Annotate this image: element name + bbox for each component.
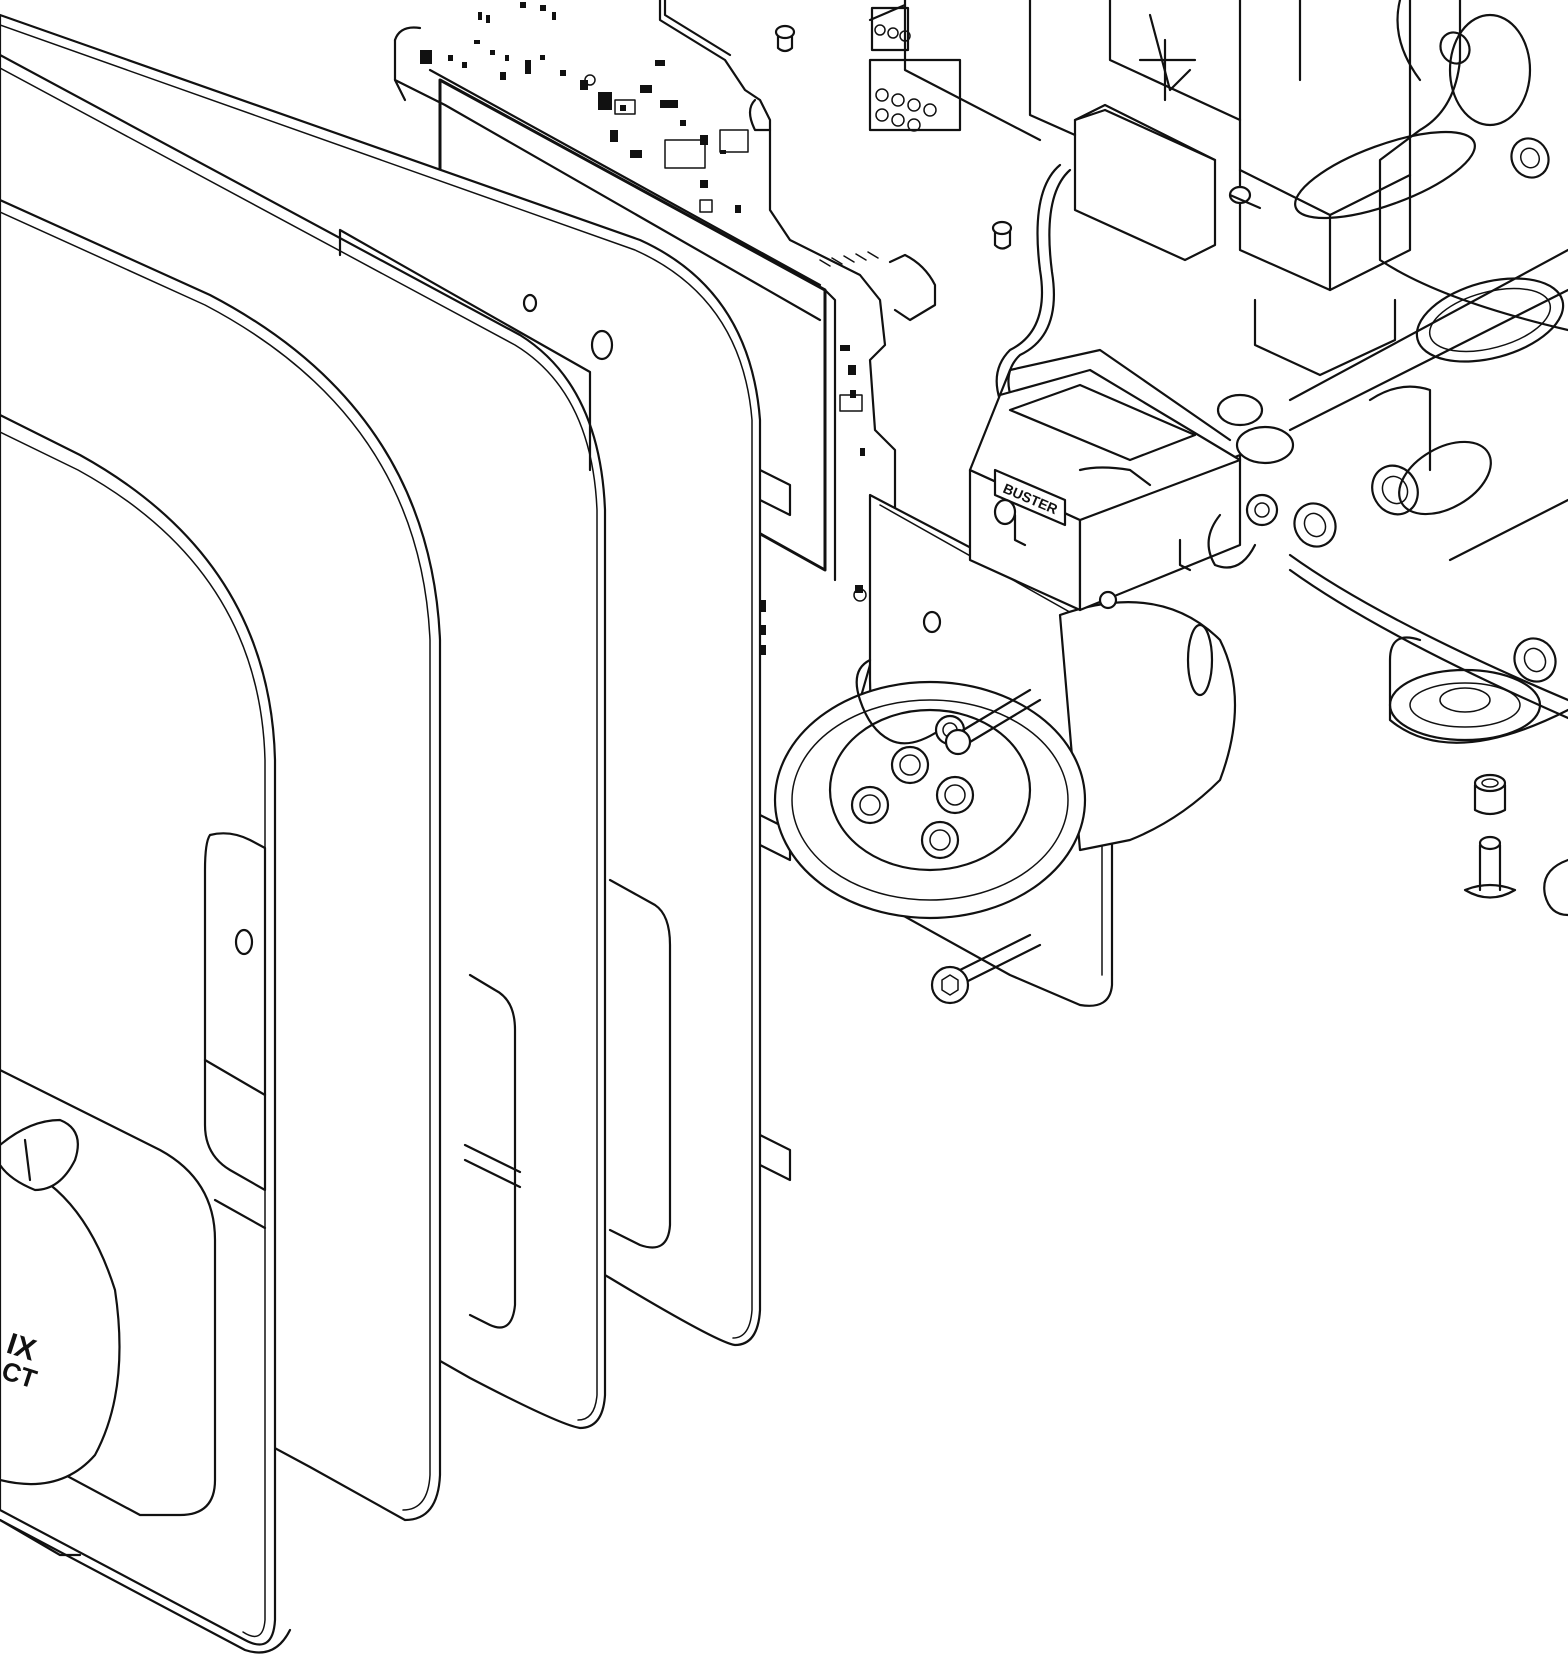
pcb-pin-header (819, 251, 937, 322)
socket-pins (850, 714, 975, 860)
charging-socket-assembly: BUSTER (773, 348, 1279, 1007)
rear-housing (1216, 0, 1568, 744)
contactor-blocks (868, 0, 1412, 402)
front-cover: IX CT (0, 198, 442, 1654)
standoffs (774, 24, 1568, 917)
